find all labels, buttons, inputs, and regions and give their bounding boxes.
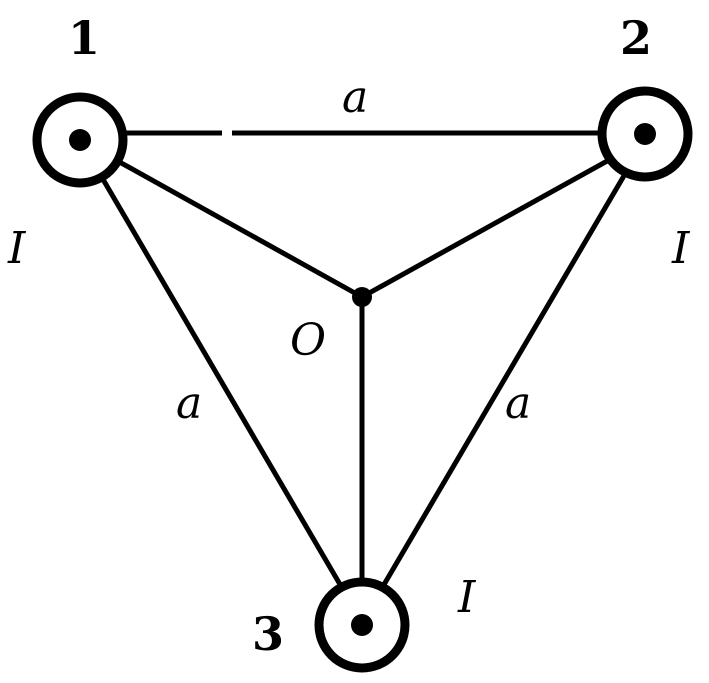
wire-3-current-label: I [457,572,477,623]
side-1-3-label: a [176,378,202,429]
side-1-2-label: a [342,72,368,123]
side-2-3-label: a [505,378,531,429]
line-2-to-center [360,137,647,300]
center-point [352,287,372,307]
wire-2 [597,86,693,182]
wire-1-current-label: I [7,223,27,274]
wire-2-number: 2 [620,11,652,65]
wire-1-number: 1 [68,11,100,65]
wire-1 [32,92,128,188]
wire-3-number: 3 [252,607,284,661]
line-1-to-center [78,137,364,300]
wire-3-current-out-icon [351,614,373,636]
wire-2-current-label: I [671,223,691,274]
center-label: O [290,315,326,366]
side-2-3 [359,138,648,624]
side-1-3 [77,138,365,624]
wire-2-current-out-icon [634,123,656,145]
wire-3 [314,577,410,673]
wire-1-current-out-icon [69,129,91,151]
